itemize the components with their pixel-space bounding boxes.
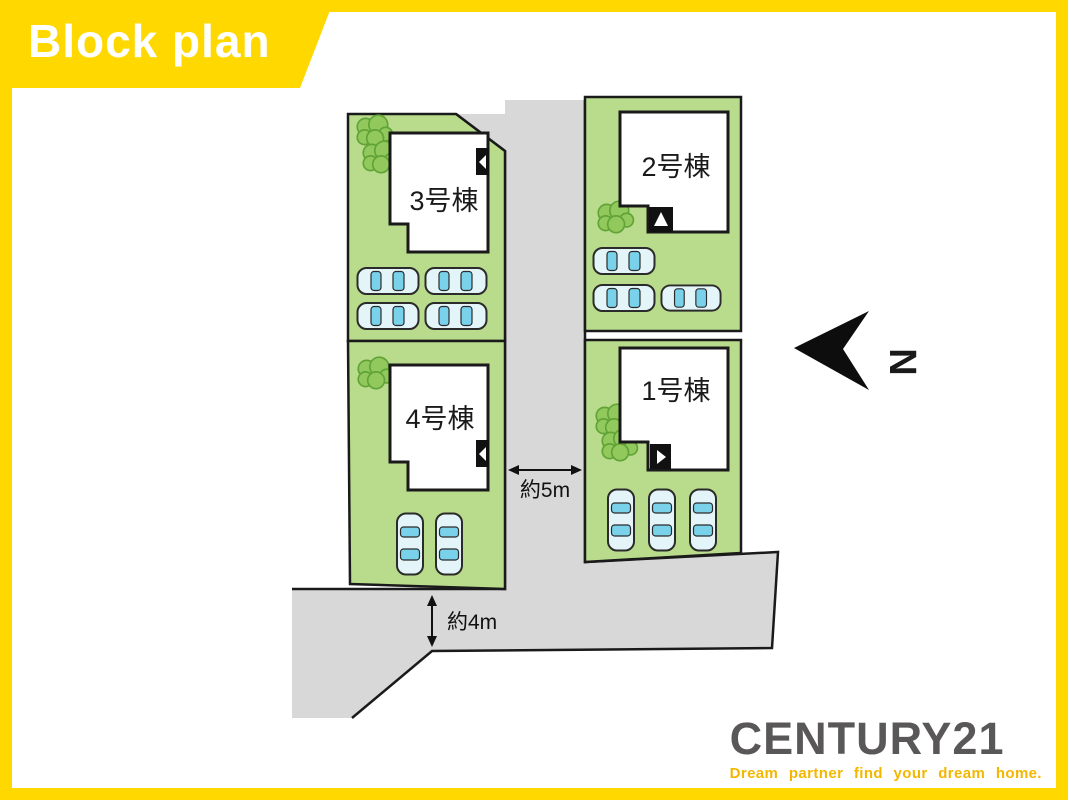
dimension-road-4m: 約4m <box>427 595 497 647</box>
car <box>688 488 718 552</box>
house-3 <box>388 131 490 254</box>
dimension-road-5m: 約5m <box>508 465 582 502</box>
car <box>356 267 420 295</box>
house-4 <box>388 363 490 492</box>
brand-name: CENTURY21 <box>729 712 1005 764</box>
entrance-marker-2 <box>649 207 673 232</box>
house-label-1: 1号棟 <box>641 376 710 406</box>
north-label: N <box>881 348 923 375</box>
car <box>356 302 420 330</box>
car <box>592 247 656 275</box>
road <box>292 100 778 718</box>
car <box>424 302 488 330</box>
entrance-marker-1 <box>650 444 671 469</box>
entrance-markers <box>476 148 673 469</box>
car <box>606 488 636 552</box>
banner: Block plan <box>0 0 334 88</box>
car <box>660 284 722 312</box>
car <box>592 284 656 312</box>
entrance-marker-4 <box>476 440 489 467</box>
house-labels: 3号棟 2号棟 4号棟 1号棟 <box>405 152 710 434</box>
brand-tagline: Dream partner find your dream home. <box>729 765 1042 782</box>
dimension-label-5m: 約5m <box>520 479 570 502</box>
house-label-3: 3号棟 <box>409 186 478 216</box>
houses <box>388 110 730 492</box>
house-1 <box>618 346 730 472</box>
house-label-4: 4号棟 <box>405 404 474 434</box>
house-label-2: 2号棟 <box>641 152 710 182</box>
car <box>424 267 488 295</box>
dimension-label-4m: 約4m <box>447 611 497 634</box>
car <box>434 512 464 576</box>
entrance-marker-3 <box>476 148 489 175</box>
car <box>647 488 677 552</box>
north-arrow-icon <box>794 311 869 390</box>
banner-title: Block plan <box>28 15 271 67</box>
compass: N <box>794 311 923 390</box>
car <box>395 512 425 576</box>
brand-logo: CENTURY21 Dream partner find your dream … <box>729 712 1042 782</box>
house-2 <box>618 110 730 234</box>
